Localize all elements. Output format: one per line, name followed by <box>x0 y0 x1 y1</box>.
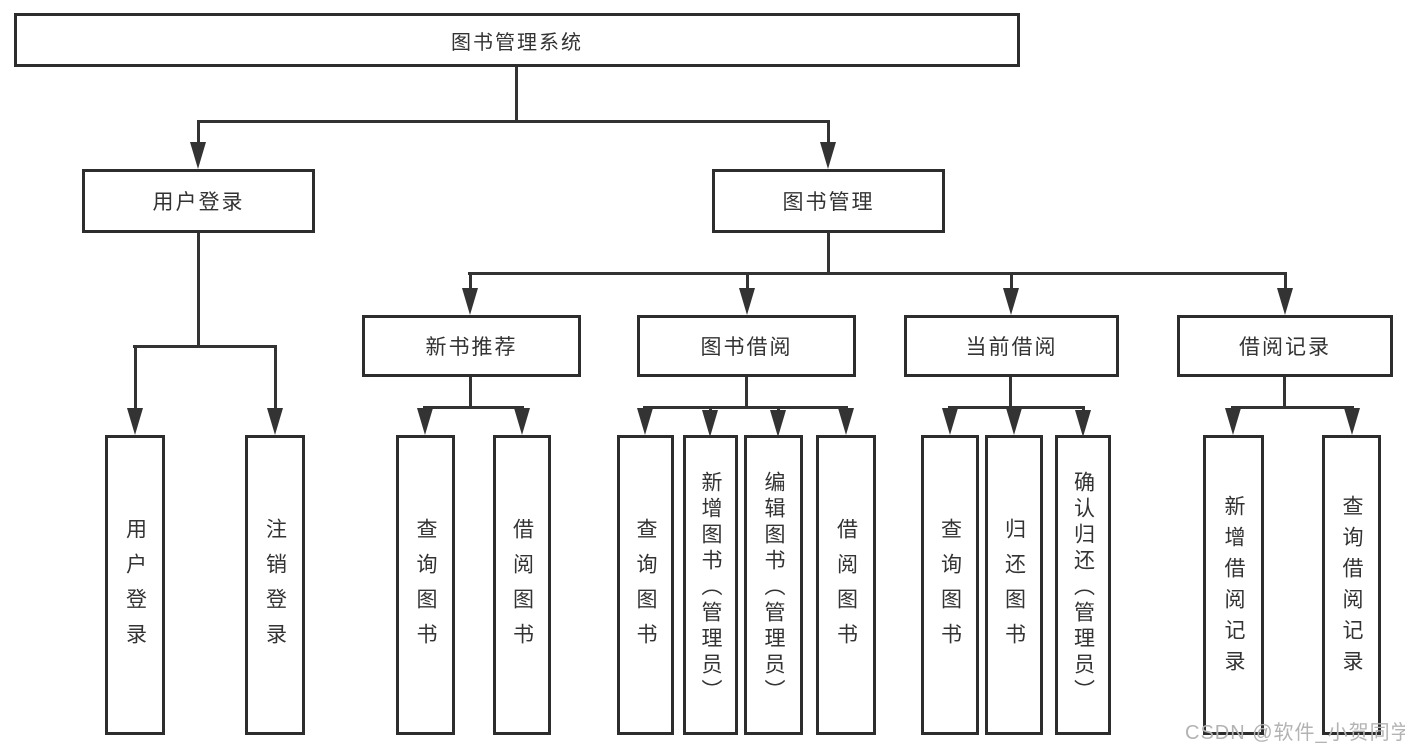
node-current-borrow: 当前借阅 <box>904 315 1119 377</box>
leaf-add-book-admin: 新增图书（管理员） <box>683 435 738 735</box>
leaf-user-login: 用户登录 <box>105 435 165 735</box>
leaf-query-book-borrow: 查询图书 <box>617 435 674 735</box>
connector-line <box>1283 377 1286 406</box>
arrowhead-icon <box>702 406 718 437</box>
connector-line <box>515 67 518 120</box>
arrowhead-icon <box>462 272 478 315</box>
connector-line <box>827 232 830 272</box>
node-user-login: 用户登录 <box>82 169 315 233</box>
connector-line <box>197 233 200 345</box>
csdn-watermark: CSDN @软件_小贺同学 <box>1185 722 1405 744</box>
arrowhead-icon <box>838 406 854 435</box>
arrowhead-icon <box>1006 406 1022 435</box>
leaf-query-book-recommend: 查询图书 <box>396 435 455 735</box>
connector-line <box>643 406 848 409</box>
arrowhead-icon <box>417 406 433 435</box>
leaf-add-borrow-record: 新增借阅记录 <box>1203 435 1264 735</box>
connector-line <box>1009 377 1012 406</box>
arrowhead-icon <box>1277 272 1293 315</box>
arrowhead-icon <box>770 406 786 437</box>
leaf-return-book: 归还图书 <box>985 435 1043 735</box>
leaf-borrow-book: 借阅图书 <box>816 435 876 735</box>
node-book-management: 图书管理 <box>712 169 945 233</box>
arrowhead-icon <box>739 272 755 315</box>
arrowhead-icon <box>820 120 836 169</box>
connector-line <box>469 377 472 406</box>
arrowhead-icon <box>637 406 653 435</box>
connector-line <box>133 345 277 348</box>
node-new-book-recommend: 新书推荐 <box>362 315 581 377</box>
node-borrow-record: 借阅记录 <box>1177 315 1393 377</box>
connector-line <box>197 120 829 123</box>
arrowhead-icon <box>942 406 958 435</box>
arrowhead-icon <box>1003 272 1019 315</box>
arrowhead-icon <box>514 406 530 435</box>
arrowhead-icon <box>1075 406 1091 437</box>
leaf-edit-book-admin: 编辑图书（管理员） <box>744 435 803 735</box>
leaf-borrow-book-recommend: 借阅图书 <box>493 435 551 735</box>
connector-line <box>745 377 748 406</box>
arrowhead-icon <box>1225 406 1241 435</box>
arrowhead-icon <box>267 345 283 435</box>
leaf-query-borrow-record: 查询借阅记录 <box>1322 435 1381 735</box>
connector-line <box>1231 406 1354 409</box>
arrowhead-icon <box>1344 406 1360 435</box>
connector-line <box>468 272 1287 275</box>
arrowhead-icon <box>127 345 143 435</box>
connector-line <box>948 406 1085 409</box>
leaf-confirm-return-admin: 确认归还（管理员） <box>1055 435 1111 735</box>
node-book-borrow: 图书借阅 <box>637 315 856 377</box>
leaf-logout: 注销登录 <box>245 435 305 735</box>
leaf-query-book-current: 查询图书 <box>921 435 979 735</box>
connector-line <box>423 406 524 409</box>
arrowhead-icon <box>190 120 206 169</box>
node-root: 图书管理系统 <box>14 13 1020 67</box>
